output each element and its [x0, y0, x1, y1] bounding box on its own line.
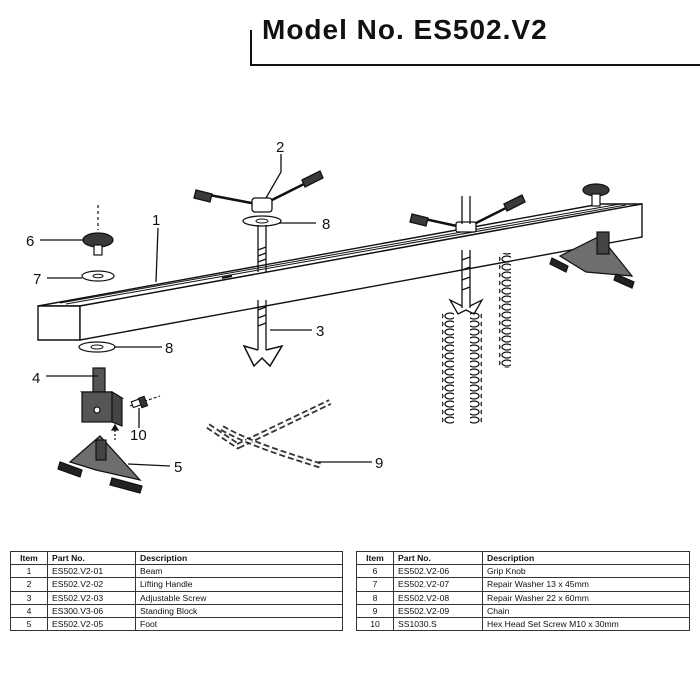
table-header-row: Item Part No. Description	[356, 550, 690, 566]
col-header-description: Description	[482, 550, 690, 566]
cell-item: 9	[356, 603, 394, 618]
callout-8-upper: 8	[322, 216, 330, 233]
cell-description: Standing Block	[135, 603, 343, 618]
callout-2: 2	[276, 139, 284, 156]
cell-part-no: ES502.V2-03	[47, 590, 136, 605]
callout-6: 6	[26, 233, 34, 250]
cell-item: 3	[10, 590, 48, 605]
adjustable-screw-left	[242, 225, 284, 368]
cell-part-no: ES502.V2-02	[47, 577, 136, 592]
col-header-part-no: Part No.	[393, 550, 483, 566]
callout-9: 9	[375, 455, 383, 472]
model-number-box: Model No. ES502.V2	[250, 14, 700, 66]
grip-knob-exploded	[82, 205, 114, 256]
cell-description: Repair Washer 22 x 60mm	[482, 590, 690, 605]
callout-5: 5	[174, 459, 182, 476]
lifting-handle-right	[409, 194, 526, 233]
col-header-part-no: Part No.	[47, 550, 136, 566]
repair-washer-lower	[78, 341, 116, 353]
cell-part-no: ES502.V2-07	[393, 577, 483, 592]
cell-item: 10	[356, 616, 394, 632]
grip-knob-mounted	[582, 183, 610, 207]
standing-block	[79, 367, 125, 440]
repair-washer-small	[81, 270, 115, 282]
cell-item: 1	[10, 564, 48, 579]
callout-10: 10	[130, 427, 147, 444]
col-header-item: Item	[10, 550, 48, 566]
foot-mounted	[549, 231, 635, 289]
cell-description: Foot	[135, 616, 343, 632]
cell-item: 6	[356, 564, 394, 579]
cell-description: Grip Knob	[482, 564, 690, 579]
cell-description: Beam	[135, 564, 343, 579]
callout-4: 4	[32, 370, 40, 387]
repair-washer-upper	[242, 215, 282, 227]
callout-8-lower: 8	[165, 340, 173, 357]
cell-item: 2	[10, 577, 48, 592]
cell-item: 8	[356, 590, 394, 605]
lifting-handle-left	[193, 170, 324, 213]
cell-part-no: ES502.V2-09	[393, 603, 483, 618]
cell-item: 4	[10, 603, 48, 618]
cell-description: Lifting Handle	[135, 577, 343, 592]
exploded-parts-diagram: 1 2 3 4 5 6 7 8 8 9 10	[26, 139, 643, 494]
callout-1: 1	[152, 212, 160, 229]
cell-description: Adjustable Screw	[135, 590, 343, 605]
cell-part-no: ES502.V2-08	[393, 590, 483, 605]
cell-part-no: ES502.V2-01	[47, 564, 136, 579]
foot-exploded	[57, 435, 143, 494]
cell-description: Repair Washer 13 x 45mm	[482, 577, 690, 592]
table-header-row: Item Part No. Description	[10, 550, 343, 566]
cell-item: 7	[356, 577, 394, 592]
cell-item: 5	[10, 616, 48, 632]
cell-part-no: ES300.V3-06	[47, 603, 136, 618]
col-header-item: Item	[356, 550, 394, 566]
model-number-title: Model No. ES502.V2	[262, 14, 548, 45]
callout-3: 3	[316, 323, 324, 340]
cell-description: Hex Head Set Screw M10 x 30mm	[482, 616, 690, 632]
chain-loose	[206, 399, 332, 469]
chain-hanging	[442, 253, 511, 424]
cell-description: Chain	[482, 603, 690, 618]
hex-head-set-screw	[129, 395, 161, 409]
leader-lines	[40, 154, 372, 467]
cell-part-no: ES502.V2-05	[47, 616, 136, 632]
adjustable-screw-right	[448, 250, 484, 315]
cell-part-no: ES502.V2-06	[393, 564, 483, 579]
col-header-description: Description	[135, 550, 343, 566]
cell-part-no: SS1030.S	[393, 616, 483, 632]
beam	[37, 203, 643, 341]
callout-7: 7	[33, 271, 41, 288]
